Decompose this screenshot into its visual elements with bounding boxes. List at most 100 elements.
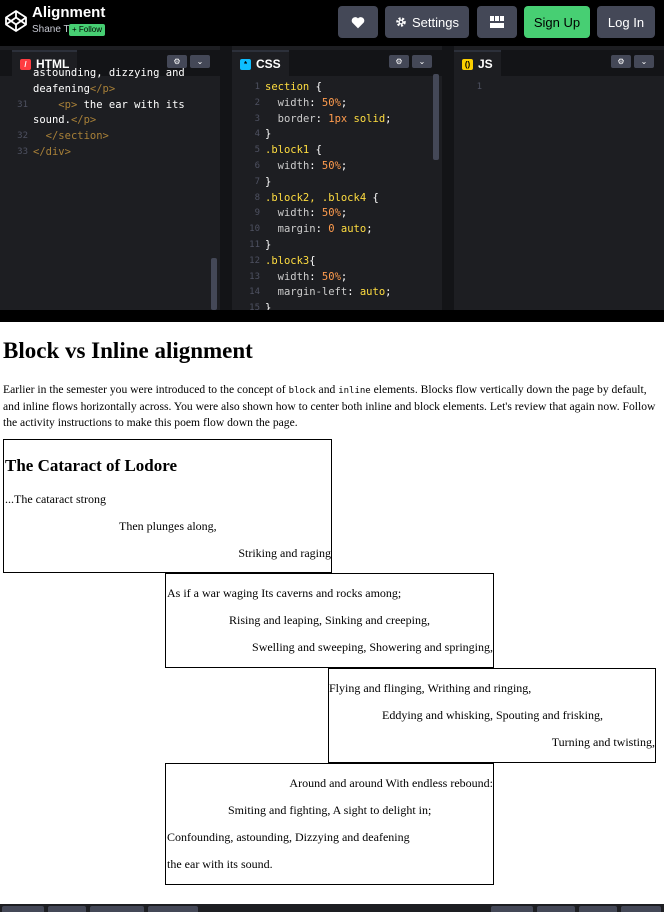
fork-button[interactable] — [491, 906, 533, 912]
code-line[interactable]: 31 <p> the ear with its — [0, 98, 220, 114]
intro-text-2: and — [315, 383, 339, 396]
js-settings-gear-icon[interactable]: ⚙ — [611, 55, 631, 68]
line-number: 32 — [17, 131, 28, 142]
js-tab[interactable]: () JS — [454, 50, 501, 76]
pen-author[interactable]: Shane T — [32, 24, 70, 35]
code-line[interactable]: 5 .block1 { — [232, 143, 442, 159]
css-settings-gear-icon[interactable]: ⚙ — [389, 55, 409, 68]
poem-line: Then plunges along, — [119, 519, 217, 533]
pen-title[interactable]: Alignment — [32, 4, 106, 21]
code-text: .block1 { — [265, 144, 322, 157]
html-settings-gear-icon[interactable]: ⚙ — [167, 55, 187, 68]
code-line[interactable]: 11} — [232, 238, 442, 254]
poem-line: ...The cataract strong — [5, 492, 106, 506]
code-line[interactable]: 12.block3{ — [232, 254, 442, 270]
code-line[interactable]: 3 border: 1px solid; — [232, 112, 442, 128]
line-number: 33 — [17, 146, 28, 157]
code-text: } — [265, 238, 272, 251]
poem-line: Smiting and fighting, A sight to delight… — [228, 803, 432, 817]
poem-line: Striking and raging — [238, 546, 331, 560]
code-text: </section> — [45, 130, 109, 143]
css-language-icon: * — [240, 58, 251, 70]
css-chevron-down-icon[interactable]: ⌄ — [412, 55, 432, 68]
line-number: 1 — [476, 82, 482, 92]
css-tab[interactable]: * CSS — [232, 50, 289, 76]
css-pane-controls: ⚙ ⌄ — [389, 55, 432, 68]
html-chevron-down-icon[interactable]: ⌄ — [190, 55, 210, 68]
intro-text-3: elements. Blocks flow vertically down th… — [3, 383, 656, 429]
pane-resizer[interactable] — [220, 46, 232, 310]
code-line[interactable]: 15} — [232, 301, 442, 317]
html-code-editor[interactable]: astounding, dizzying and deafening</p> 31 … — [0, 66, 220, 161]
css-tab-label: CSS — [256, 57, 281, 71]
code-text: .block2, .block4 { — [265, 191, 379, 204]
html-pane-controls: ⚙ ⌄ — [167, 55, 210, 68]
js-language-icon: () — [462, 58, 473, 70]
line-number: 6 — [254, 160, 260, 171]
code-line[interactable]: astounding, dizzying and — [0, 66, 220, 82]
intro-paragraph: Earlier in the semester you were introdu… — [3, 382, 661, 430]
code-line[interactable]: 14 margin-left: auto; — [232, 285, 442, 301]
html-editor-scrollbar[interactable] — [211, 258, 217, 310]
code-text: .block3{ — [265, 254, 316, 267]
code-line[interactable]: 6 width: 50%; — [232, 159, 442, 175]
code-line[interactable]: sound.</p> — [0, 113, 220, 129]
settings-button[interactable]: Settings — [385, 6, 469, 38]
editor-preview-resizer[interactable] — [0, 310, 664, 322]
code-line[interactable]: 10 margin: 0 auto; — [232, 222, 442, 238]
poem-line: Flying and flinging, Writhing and ringin… — [329, 681, 532, 695]
console-button[interactable] — [2, 906, 44, 912]
code-line[interactable]: 2 width: 50%; — [232, 96, 442, 112]
code-line[interactable]: 33 </div> — [0, 145, 220, 161]
code-line[interactable]: 13 width: 50%; — [232, 270, 442, 286]
js-chevron-down-icon[interactable]: ⌄ — [634, 55, 654, 68]
codepen-logo-icon[interactable] — [4, 9, 28, 33]
follow-button[interactable]: + Follow — [69, 24, 106, 36]
css-editor-scrollbar[interactable] — [433, 74, 439, 160]
js-pane-header: () JS ⚙ ⌄ — [454, 50, 664, 76]
layout-icon — [490, 16, 504, 28]
assets-button[interactable] — [48, 906, 86, 912]
js-code-editor[interactable]: 1 — [454, 80, 664, 96]
poem-block-1: The Cataract of Lodore ...The cataract s… — [3, 439, 332, 573]
code-text: border: 1px solid; — [277, 112, 392, 125]
code-text: margin: 0 auto; — [277, 223, 373, 236]
code-line[interactable]: deafening</p> — [0, 82, 220, 98]
poem-line: Rising and leaping, Sinking and creeping… — [229, 613, 430, 627]
code-text: width: 50%; — [277, 96, 348, 109]
code-text: <p> the ear with its — [58, 98, 185, 111]
share-button[interactable] — [621, 906, 661, 912]
code-line[interactable]: 32 </section> — [0, 129, 220, 145]
code-text: astounding, dizzying and — [33, 67, 185, 79]
line-number: 3 — [254, 113, 260, 124]
shortcuts-button[interactable] — [148, 906, 198, 912]
code-line[interactable]: 9 width: 50%; — [232, 206, 442, 222]
poem-line: Turning and twisting, — [551, 735, 655, 749]
poem-line: Eddying and whisking, Spouting and frisk… — [382, 708, 603, 722]
line-number: 5 — [254, 145, 260, 156]
js-editor-pane: () JS ⚙ ⌄ 1 — [454, 46, 664, 310]
code-line[interactable]: 7} — [232, 175, 442, 191]
log-in-button[interactable]: Log In — [597, 6, 655, 38]
code-text: deafening</p> — [33, 82, 116, 95]
code-text: </div> — [33, 145, 71, 158]
html-tab-label: HTML — [36, 57, 70, 71]
line-number: 14 — [249, 287, 260, 298]
comments-button[interactable] — [90, 906, 144, 912]
export-button[interactable] — [579, 906, 617, 912]
sign-up-button[interactable]: Sign Up — [524, 6, 590, 38]
code-line[interactable]: 8.block2, .block4 { — [232, 191, 442, 207]
code-block-term: block — [288, 386, 316, 396]
line-number: 7 — [254, 176, 260, 187]
embed-button[interactable] — [537, 906, 575, 912]
love-button[interactable] — [338, 6, 378, 38]
html-tab[interactable]: / HTML — [12, 50, 78, 76]
pane-resizer[interactable] — [442, 46, 454, 310]
code-line[interactable]: 1 — [454, 80, 664, 96]
poem-line: As if a war waging Its caverns and rocks… — [167, 586, 402, 600]
code-line[interactable]: 4} — [232, 127, 442, 143]
change-view-button[interactable] — [477, 6, 517, 38]
